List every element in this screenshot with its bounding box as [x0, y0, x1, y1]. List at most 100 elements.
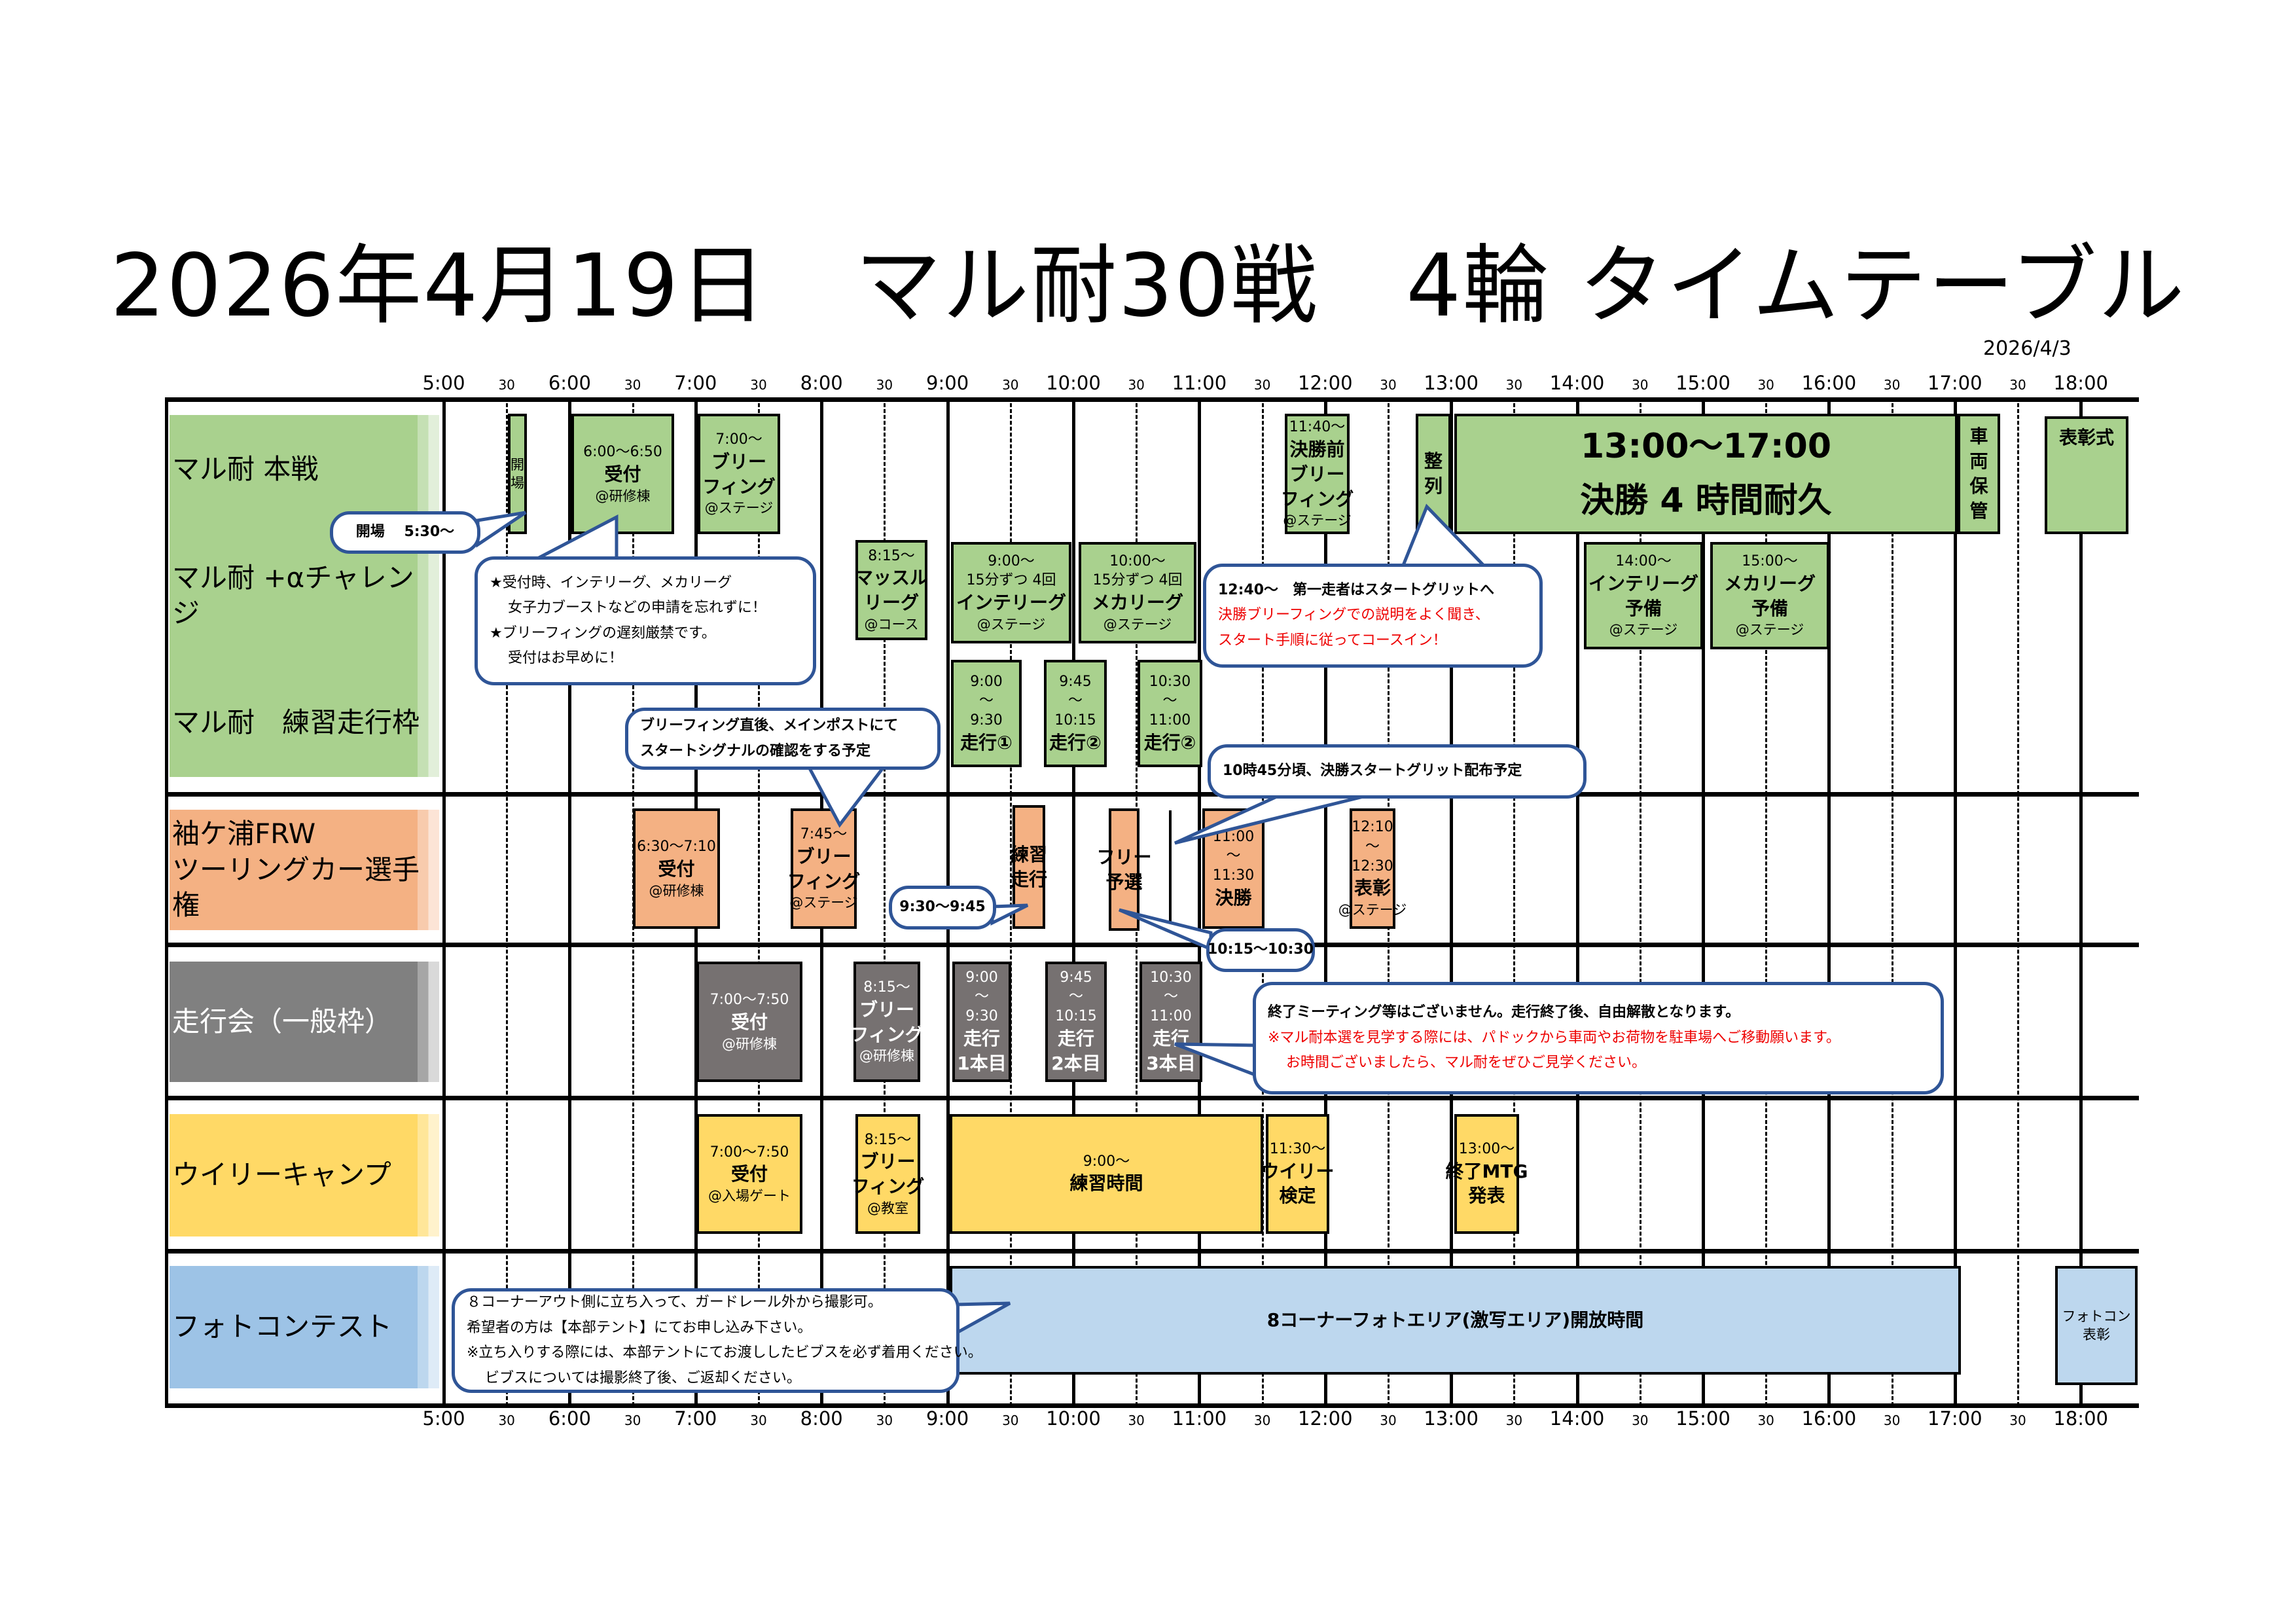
event-text: フリー: [1096, 846, 1152, 868]
row-divider: [165, 943, 2139, 947]
event-text: ウイリー: [1261, 1160, 1335, 1182]
callout-text: 9:30～9:45: [899, 899, 986, 916]
event-text: メカリーグ: [1723, 572, 1816, 594]
top-hour-label: 12:00: [1298, 372, 1353, 394]
event-text: ～: [1365, 839, 1380, 856]
hour-gridline: [1702, 397, 1705, 1406]
event-text: 決勝: [1215, 886, 1252, 909]
event-text: フィング: [787, 870, 861, 892]
event-text: リーグ: [863, 592, 919, 614]
event-text: 走行: [1011, 868, 1048, 890]
half-hour-gridline: [884, 397, 886, 1406]
bottom-hour-label: 12:00: [1298, 1407, 1353, 1430]
event-text: ～: [1068, 988, 1083, 1005]
event-text: 2本目: [1051, 1052, 1101, 1074]
callout-note: 10:15～10:30: [1206, 928, 1315, 972]
event-text: 検定: [1279, 1185, 1316, 1207]
event-block: 8コーナーフォトエリア(激写エリア)開放時間: [950, 1266, 1961, 1375]
callout-text: 10時45分頃、決勝スタートグリット配布予定: [1223, 763, 1522, 780]
bottom-hour-label: 10:00: [1046, 1407, 1101, 1430]
bottom-half-label: 30: [750, 1413, 767, 1428]
bottom-hour-label: 13:00: [1424, 1407, 1479, 1430]
event-text: 15:00～: [1742, 553, 1798, 570]
bottom-half-label: 30: [1757, 1413, 1774, 1428]
event-text: 11:40～: [1289, 419, 1346, 436]
top-half-label: 30: [1757, 377, 1774, 393]
callout-note: 10時45分頃、決勝スタートグリット配布予定: [1208, 744, 1587, 799]
event-text: @ステージ: [704, 500, 774, 516]
callout-text: 受付はお早めに！: [508, 650, 624, 666]
bottom-hour-label: 14:00: [1549, 1407, 1605, 1430]
row-label-frw-line2: ツーリングカー選手権: [172, 853, 420, 922]
callout-text: スタート手順に従ってコースイン！: [1218, 632, 1447, 649]
callout-text: スタートシグナルの確認をする予定: [640, 742, 871, 759]
event-block: 車両保管: [1958, 414, 2000, 534]
callout-tail: [1174, 794, 1367, 845]
callout-text: 10:15～10:30: [1207, 941, 1314, 958]
bottom-half-label: 30: [1505, 1413, 1523, 1428]
event-text: ～: [978, 693, 994, 710]
half-hour-gridline: [1891, 397, 1893, 1406]
event-text: 決勝 4 時間耐久: [1580, 481, 1832, 520]
event-block: 8:15～ブリーフィング@研修棟: [850, 962, 924, 1082]
row-label-maru-tai: マル耐 本戦 マル耐 +αチャレンジ マル耐 練習走行枠: [170, 415, 439, 777]
event-block: 7:00～ブリーフィング@ステージ: [698, 414, 780, 534]
row-divider: [165, 397, 2139, 402]
event-text: ブリー: [860, 1151, 916, 1173]
row-divider: [165, 792, 2139, 797]
callout-text: ★ブリーフィングの遅刻厳禁です。: [490, 624, 716, 641]
row-label-sokokai-text: 走行会（一般枠）: [172, 1005, 393, 1038]
bottom-hour-label: 15:00: [1676, 1407, 1731, 1430]
callout-text: ブリーフィング直後、メインポストにて: [640, 717, 899, 734]
bottom-hour-label: 5:00: [422, 1407, 465, 1430]
event-text: フィング: [851, 1176, 925, 1198]
divider-line: [1169, 810, 1172, 928]
event-text: 11:00: [1149, 712, 1191, 729]
top-hour-label: 13:00: [1424, 372, 1479, 394]
event-block: 練習走行: [1011, 805, 1048, 929]
event-text: 受付: [604, 463, 641, 485]
half-hour-gridline: [1513, 397, 1516, 1406]
event-text: 10:15: [1054, 712, 1096, 729]
bottom-hour-label: 18:00: [2053, 1407, 2108, 1430]
hour-gridline: [1072, 397, 1075, 1406]
callout-text: お時間ございましたら、マル耐をぜひご見学ください。: [1286, 1055, 1647, 1072]
top-half-label: 30: [498, 377, 515, 393]
half-hour-gridline: [1765, 397, 1768, 1406]
top-half-label: 30: [1128, 377, 1145, 393]
callout-note: ８コーナーアウト側に立ち入って、ガードレール外から撮影可。希望者の方は【本部テン…: [452, 1288, 982, 1393]
event-block: 11:40～決勝前ブリーフィング@ステージ: [1281, 414, 1354, 534]
bottom-half-label: 30: [2009, 1413, 2026, 1428]
event-text: @研修棟: [649, 882, 704, 899]
event-text: フィング: [1280, 488, 1354, 510]
bottom-half-label: 30: [1380, 1413, 1397, 1428]
callout-tail: [954, 1301, 1011, 1337]
event-text: 7:00～7:50: [709, 1144, 789, 1161]
bottom-half-label: 30: [624, 1413, 641, 1428]
event-text: 9:30: [965, 1008, 998, 1025]
callout-text: ★受付時、インテリーグ、メカリーグ: [490, 574, 732, 591]
event-text: メカリーグ: [1091, 592, 1183, 614]
event-text: 6:00～6:50: [583, 444, 662, 461]
event-text: @ステージ: [977, 616, 1046, 632]
callout-text: ビブスについては撮影終了後、ご返却ください。: [485, 1369, 801, 1386]
event-text: 8:15～: [868, 547, 915, 564]
event-text: ブリー: [859, 998, 914, 1020]
half-hour-gridline: [2017, 397, 2019, 1406]
event-text: 7:45～: [800, 826, 848, 843]
event-text: 走行②: [1049, 731, 1102, 753]
bottom-hour-label: 7:00: [674, 1407, 717, 1430]
row-label-practice: マル耐 練習走行枠: [172, 706, 420, 738]
row-label-photo-text: フォトコンテスト: [172, 1310, 393, 1343]
event-text: 開: [511, 456, 524, 473]
callout-tail: [1400, 503, 1489, 569]
event-text: インテリーグ: [956, 592, 1066, 614]
event-text: 決勝前: [1289, 438, 1345, 460]
top-hour-label: 5:00: [422, 372, 465, 394]
event-text: 9:00: [965, 969, 998, 986]
row-label-sokokai: 走行会（一般枠）: [170, 962, 439, 1082]
